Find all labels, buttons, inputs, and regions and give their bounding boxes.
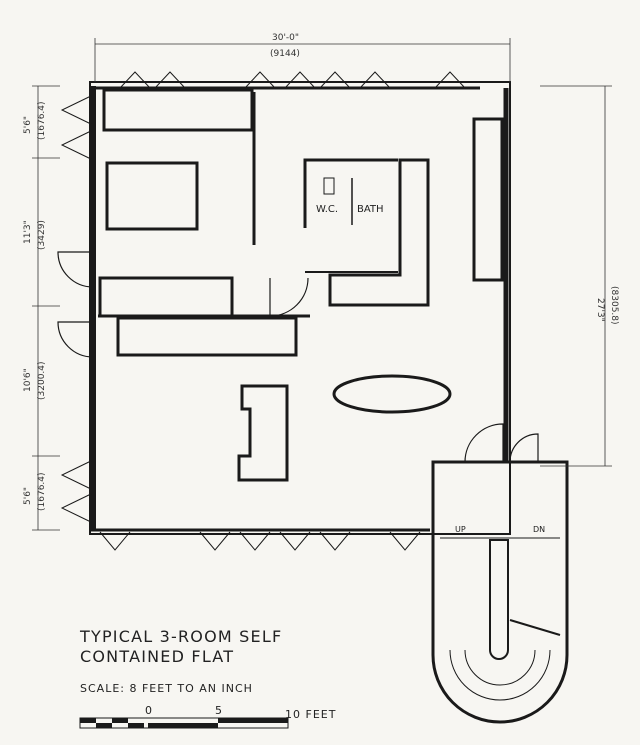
scale-bar-seg bbox=[80, 718, 96, 723]
dim-left-4: 5'6" (1676.4) bbox=[23, 472, 47, 511]
oval-table bbox=[332, 374, 452, 414]
scale-bar-seg bbox=[128, 723, 144, 728]
door-swing-left-2 bbox=[57, 321, 94, 358]
door-swing-stair-2 bbox=[509, 433, 539, 463]
dim-left-2: 11'3" (3429) bbox=[23, 220, 47, 250]
wardrobe-block bbox=[102, 88, 254, 132]
bath-label: BATH bbox=[357, 204, 384, 215]
dim-left-seg3-mm: (3200.4) bbox=[37, 361, 47, 400]
dim-left-seg4: 5'6" bbox=[23, 487, 33, 505]
window-top-2 bbox=[244, 71, 391, 89]
window-top-3 bbox=[434, 71, 466, 89]
stair-up-label: UP bbox=[455, 525, 466, 534]
dim-right-labels: 27'3" (8305.8) bbox=[595, 286, 619, 325]
window-top-1 bbox=[119, 71, 186, 89]
exterior-wall-outline bbox=[89, 81, 511, 535]
scale-bar: 0 5 10 FEET bbox=[79, 704, 336, 729]
dim-top-width-mm: (9144) bbox=[270, 49, 300, 59]
counter-block bbox=[116, 316, 298, 357]
scale-tick-0: 0 bbox=[145, 704, 153, 717]
window-marks bbox=[60, 71, 466, 551]
stair-down-label: DN bbox=[533, 525, 545, 534]
staircase: UP DN bbox=[431, 460, 569, 724]
dim-left-1: 5'6" (1676.4) bbox=[23, 101, 47, 140]
door-swing-interior bbox=[269, 277, 309, 317]
scale-note: SCALE: 8 FEET TO AN INCH bbox=[80, 682, 253, 695]
dimension-lines bbox=[32, 38, 612, 531]
stair-inner-well bbox=[489, 539, 509, 660]
window-bottom-2 bbox=[199, 531, 271, 551]
dim-top-width: 30'-0" bbox=[272, 33, 299, 43]
door-swing-left-1 bbox=[57, 251, 94, 288]
dim-left-seg4-mm: (1676.4) bbox=[37, 472, 47, 511]
drawing-title-line2: CONTAINED FLAT bbox=[80, 647, 234, 666]
window-bottom-4 bbox=[389, 531, 421, 551]
dim-right-depth: 27'3" bbox=[595, 298, 605, 322]
dim-left-seg1: 5'6" bbox=[23, 116, 33, 134]
scale-bar-seg bbox=[218, 718, 288, 723]
door-swings bbox=[57, 251, 539, 463]
window-bottom-1 bbox=[99, 531, 131, 551]
dim-left-seg3: 10'6" bbox=[23, 368, 33, 392]
outer-walls bbox=[89, 81, 511, 535]
wc-partition bbox=[303, 158, 398, 228]
dim-left-seg1-mm: (1676.4) bbox=[37, 101, 47, 140]
scale-bar-seg bbox=[148, 723, 218, 728]
window-left-2 bbox=[60, 459, 94, 524]
scale-tick-5: 5 bbox=[215, 704, 223, 717]
window-bottom-3 bbox=[279, 531, 351, 551]
desk-block bbox=[237, 384, 289, 482]
wc-fixture bbox=[323, 177, 335, 195]
stair-arc-inner bbox=[464, 649, 536, 686]
dim-left-seg2-mm: (3429) bbox=[37, 220, 47, 250]
drawing-title-line1: TYPICAL 3-ROOM SELF bbox=[79, 627, 282, 646]
scale-bar-seg bbox=[112, 718, 128, 723]
dim-right-depth-mm: (8305.8) bbox=[609, 286, 619, 325]
window-left-1 bbox=[60, 94, 94, 161]
scale-tick-10: 10 FEET bbox=[285, 708, 336, 721]
bathroom-partitions: W.C. BATH bbox=[303, 158, 398, 273]
stair-handrail bbox=[509, 619, 561, 636]
stair-arc-outer bbox=[449, 649, 551, 701]
tall-cupboard-block bbox=[472, 117, 504, 282]
dim-left-3: 10'6" (3200.4) bbox=[23, 361, 47, 400]
l-shaped-counter bbox=[328, 158, 430, 307]
door-swing-stair bbox=[464, 423, 504, 463]
sideboard-block bbox=[98, 276, 234, 318]
stair-enclosure bbox=[431, 460, 569, 724]
bed-block bbox=[105, 161, 199, 231]
dim-left-seg2: 11'3" bbox=[23, 220, 33, 244]
scale-bar-seg bbox=[96, 723, 112, 728]
wc-label: W.C. bbox=[316, 204, 338, 215]
furniture bbox=[98, 88, 504, 482]
